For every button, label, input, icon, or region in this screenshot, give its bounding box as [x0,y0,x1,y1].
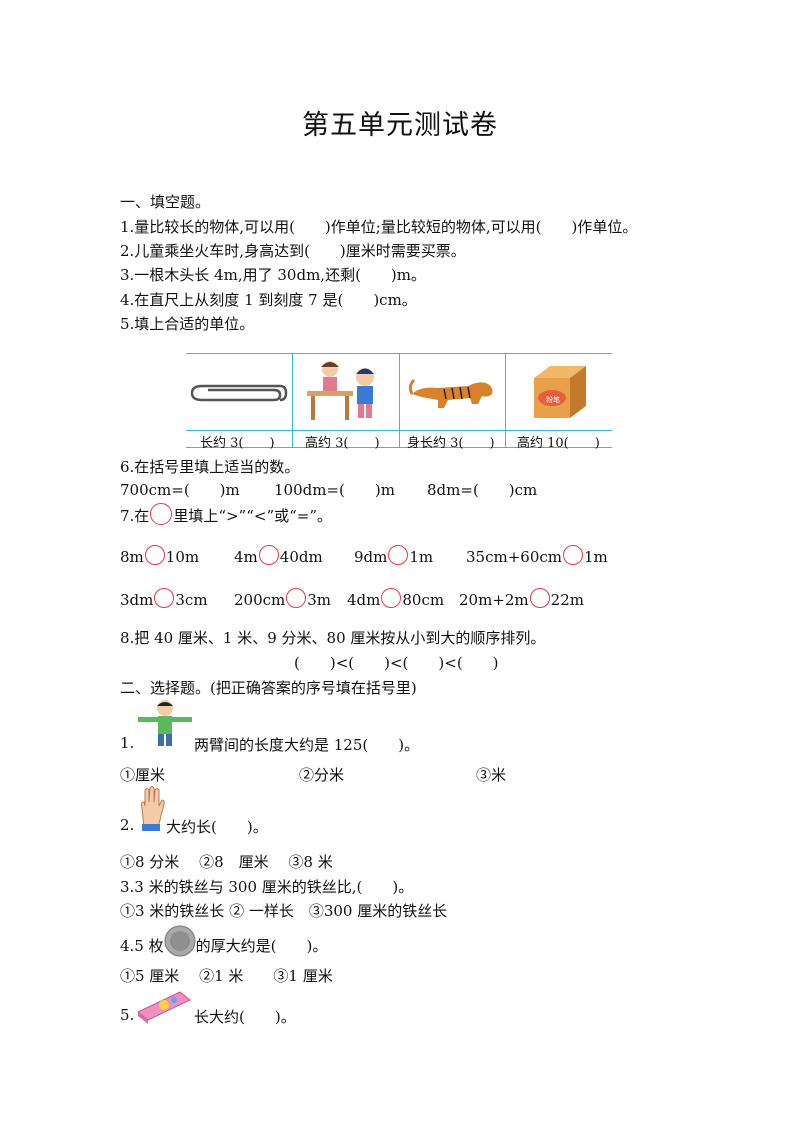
coin-icon [164,925,196,957]
table-cell-2: 高约 3( ) [305,436,380,451]
table-cell-4: 高约 10( ) [517,436,600,451]
chalk-box-image: 粉笔 [534,366,586,418]
compare-circle-icon[interactable] [563,545,583,565]
q8-order-blanks: ( )<( )<( )<( ) [294,654,499,672]
compare-right: 10m [165,548,200,566]
compare-item: 35cm+60cm 1m [466,545,608,566]
s2-question-3: 3.3 米的铁丝与 300 厘米的铁丝比,( )。 [120,878,414,896]
compare-item: 200cm 3m [234,588,332,609]
table-col-line [292,353,293,447]
page-title: 第五单元测试卷 [302,110,498,141]
compare-right: 3cm [175,591,208,609]
s2-q1-text: 两臂间的长度大约是 125( )。 [194,736,420,754]
compare-left: 200cm [234,591,286,609]
question-1-3: 3.一根木头长 4m,用了 30dm,还剩( )m。 [120,266,426,284]
s2-q4-options: ①5 厘米 ②1 米 ③1 厘米 [120,967,333,985]
compare-left: 8m [120,548,144,566]
s2-q2-options: ①8 分米 ②8 厘米 ③8 米 [120,853,333,871]
s2-question-4: 4.5 枚 的厚大约是( )。 [120,925,328,957]
s2-q4-prefix: 4.5 枚 [120,937,164,955]
chalk-box-label: 粉笔 [546,395,560,404]
question-1-4: 4.在直尺上从刻度 1 到刻度 7 是( )cm。 [120,291,417,309]
q6-item-1: 700cm=( )m [120,481,240,499]
compare-circle-icon[interactable] [258,545,279,565]
compare-item: 4m 40dm [234,545,323,566]
compare-circle-icon[interactable] [144,545,165,565]
s2-q1-number: 1. [120,734,135,752]
compare-item: 9dm 1m [354,545,434,566]
table-cell-1: 长约 3( ) [200,436,275,451]
compare-circle-icon[interactable] [286,588,307,608]
question-1-2: 2.儿童乘坐火车时,身高达到( )厘米时需要买票。 [120,242,466,260]
paperclip-image [190,384,288,402]
section1-heading: 一、填空题。 [120,193,211,211]
compare-item: 3dm 3cm [120,588,208,609]
tiger-image [408,378,493,408]
compare-left: 20m+2m [459,591,529,609]
s2-q1-option-3: ③米 [476,766,507,784]
s2-q2-number: 2. [120,816,135,834]
compare-circle-icon[interactable] [529,588,550,608]
hand-image [140,786,165,831]
s2-q1-option-2: ②分米 [299,766,345,784]
compare-right: 40dm [279,548,323,566]
table-bottom-line [186,447,612,448]
question-1-8: 8.把 40 厘米、1 米、9 分米、80 厘米按从小到大的顺序排列。 [120,629,546,647]
section2-heading: 二、选择题。(把正确答案的序号填在括号里) [120,679,417,697]
compare-circle-icon[interactable] [154,588,175,608]
compare-right: 22m [550,591,584,609]
table-col-line [399,353,400,447]
table-col-line [505,353,506,447]
children-desk-image [307,361,374,420]
compare-left: 9dm [354,548,388,566]
q7-suffix: 里填上“>”“<”或“=”。 [173,507,333,525]
question-1-5: 5.填上合适的单位。 [120,315,255,333]
question-1-6: 6.在括号里填上适当的数。 [120,458,300,476]
compare-right: 1m [584,548,608,566]
boy-arms-open-image [138,700,192,746]
compare-circle-icon[interactable] [381,588,402,608]
s2-q1-option-1: ①厘米 [120,766,166,784]
compare-left: 4dm [347,591,381,609]
compare-right: 1m [409,548,434,566]
compare-left: 35cm+60cm [466,548,562,566]
question-1-7: 7.在 里填上“>”“<”或“=”。 [120,503,333,526]
compare-right: 3m [307,591,332,609]
compare-circle-icon [150,503,173,525]
s2-q5-text: 长大约( )。 [194,1008,296,1026]
compare-left: 4m [234,548,258,566]
question-1-1: 1.量比较长的物体,可以用( )作单位;量比较短的物体,可以用( )作单位。 [120,218,638,236]
compare-item: 4dm 80cm [347,588,445,609]
s2-q4-suffix: 的厚大约是( )。 [195,937,328,955]
compare-circle-icon[interactable] [388,545,409,565]
compare-item: 8m 10m [120,545,200,566]
s2-q3-options: ①3 米的铁丝长 ② 一样长 ③300 厘米的铁丝长 [120,902,448,920]
s2-q2-text: 大约长( )。 [166,818,268,836]
q6-item-3: 8dm=( )cm [427,481,538,499]
compare-item: 20m+2m 22m [459,588,584,609]
q6-item-2: 100dm=( )m [274,481,395,499]
pencil-case-image [137,991,191,1024]
table-cell-3: 身长约 3( ) [407,436,495,451]
compare-right: 80cm [402,591,445,609]
compare-left: 3dm [120,591,154,609]
s2-q5-number: 5. [120,1006,135,1024]
q7-prefix: 7.在 [120,507,150,525]
